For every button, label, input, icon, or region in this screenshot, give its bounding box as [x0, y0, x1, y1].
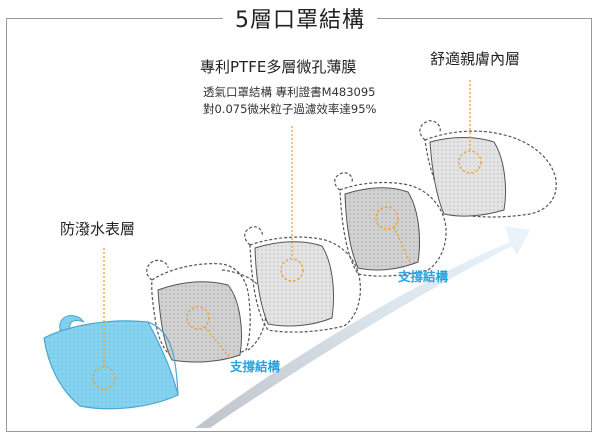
diagram-frame — [6, 18, 592, 432]
comfort-layer-outline — [419, 120, 557, 218]
callout-markers — [92, 80, 482, 390]
label-waterproof-layer: 防潑水表層 — [60, 220, 136, 238]
ptfe-panel-front — [254, 241, 335, 327]
direction-arrow — [195, 226, 530, 428]
label-comfort-layer: 舒適親膚內層 — [430, 50, 521, 68]
comfort-layer-panel — [429, 137, 507, 217]
title-rule-left — [6, 18, 223, 19]
label-support-structure-2: 支撐結構 — [398, 269, 449, 284]
title-rule-right — [377, 18, 592, 19]
ptfe-note-line1: 透氣口罩結構 專利證書M483095 — [203, 85, 376, 99]
label-support-structure-1: 支撐結構 — [230, 359, 281, 374]
support-layer-3 — [334, 172, 447, 277]
ptfe-note-line2: 對0.075微米粒子過濾效率達95% — [203, 102, 377, 116]
support-layer-2 — [244, 226, 361, 333]
diagram-title: 5層口罩結構 — [0, 2, 600, 34]
label-ptfe-layer: 專利PTFE多層微孔薄膜 — [200, 58, 357, 76]
ptfe-layer — [157, 281, 242, 363]
waterproof-outer-mask — [43, 315, 179, 410]
support-panel-3 — [344, 187, 421, 271]
